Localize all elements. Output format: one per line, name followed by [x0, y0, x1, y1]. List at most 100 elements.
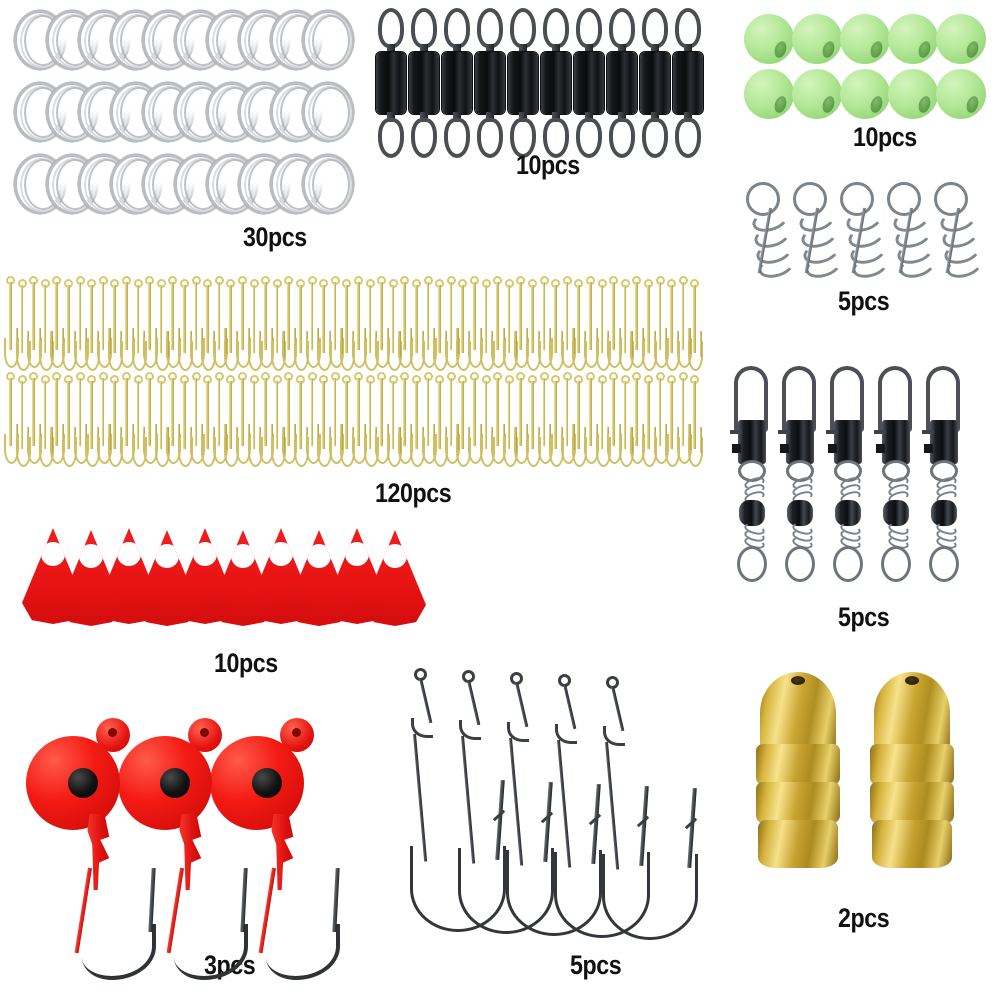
swivel-neck [486, 44, 494, 54]
luminous-bead [840, 69, 890, 119]
hook-shank [461, 285, 464, 353]
hook-shank [658, 282, 662, 350]
hook-shank [438, 285, 441, 353]
swivel-neck [453, 112, 461, 122]
jig-hook-point [148, 867, 156, 933]
hook-shank [55, 282, 58, 350]
swivel-neck [387, 112, 395, 122]
swivel-eye [444, 118, 470, 158]
hook-shank [299, 285, 302, 353]
hook-shank [32, 378, 35, 446]
split-ring [302, 154, 354, 214]
hook-shank [600, 285, 604, 353]
hook-shank [368, 381, 372, 449]
swivel-eye [576, 8, 602, 48]
hook-shank [577, 285, 580, 353]
hook-shank [519, 378, 522, 446]
hook-shank [241, 282, 244, 350]
hook-shank [148, 378, 151, 446]
hook-shank [206, 285, 209, 353]
swivel-eye [411, 118, 437, 158]
hook-shank [78, 378, 82, 446]
hook-shank [542, 378, 546, 446]
hook-shank [287, 282, 290, 350]
hook-shank [484, 381, 488, 449]
snap-loop [882, 460, 910, 482]
snap-body [738, 420, 766, 464]
snap-eye [881, 546, 911, 582]
snap-barrel [835, 500, 861, 526]
bead-hole [964, 39, 981, 60]
hook-shank [67, 381, 70, 449]
bead-hole [772, 39, 789, 60]
weight-band [756, 744, 840, 784]
hook-shank [449, 378, 453, 446]
blade-hole [155, 544, 179, 568]
gold-hook [688, 279, 704, 375]
swivel-eye [444, 8, 470, 48]
gold-hooks-row-bottom [4, 372, 704, 472]
jig-hook-bend [266, 924, 340, 980]
snap-body [882, 420, 910, 464]
hook-shank [693, 381, 696, 449]
weight-line-hole [905, 676, 919, 685]
centering-pin-spring [791, 182, 845, 282]
barrel-swivels-group [374, 8, 714, 160]
centering-pin-spring [744, 182, 798, 282]
hook-shank-upper [419, 677, 433, 724]
split-ring [302, 82, 354, 142]
swivel-eye [477, 118, 503, 158]
split-ring [302, 10, 354, 70]
snap-body [786, 420, 814, 464]
swivel-eye [510, 118, 536, 158]
bead-hole [916, 39, 933, 60]
hook-shank [554, 381, 557, 449]
swivel-eye [642, 8, 668, 48]
snap-tongue [874, 430, 886, 434]
hook-shank [136, 285, 140, 353]
hook-shank [507, 381, 511, 449]
jig-heads-group [26, 718, 386, 980]
swivel-barrel [442, 52, 472, 114]
swivel-neck [618, 112, 626, 122]
barrel-swivel [374, 8, 408, 158]
pin-ring [793, 182, 827, 216]
hook-shank [183, 285, 186, 353]
swivel-eye [609, 118, 635, 158]
hook-shank-lower [413, 733, 428, 862]
swivel-eye [576, 118, 602, 158]
jig-eye [68, 768, 98, 798]
hook-shank [681, 282, 685, 350]
hook-shank [310, 282, 314, 350]
hook-shank [171, 378, 174, 446]
red-blades-count-label: 10pcs [214, 648, 278, 678]
hook-shank [241, 378, 244, 446]
hook-shank [670, 285, 673, 353]
hook-offset-bend [603, 726, 625, 746]
hook-shank [32, 282, 35, 350]
swivel-eye [675, 118, 701, 158]
swivel-neck [519, 112, 527, 122]
hook-shank [206, 381, 209, 449]
snap-swivels-count-label: 5pcs [838, 602, 890, 632]
jig-hook-bend [82, 924, 156, 980]
barrel-swivel [671, 8, 705, 158]
swivel-barrel [640, 52, 670, 114]
hook-shank [55, 378, 58, 446]
snap-tongue [778, 430, 790, 434]
swivel-neck [618, 44, 626, 54]
hook-point [699, 331, 703, 357]
blade-hole [383, 544, 407, 568]
jig-hook-point [332, 867, 340, 933]
hook-shank [159, 381, 163, 449]
pin-ring [746, 182, 780, 216]
hook-shank [612, 378, 615, 446]
bead-hole [868, 94, 885, 115]
hook-shank [623, 285, 627, 353]
hook-shank [322, 285, 325, 353]
snap-twist [743, 521, 766, 551]
hook-shank [507, 285, 511, 353]
hook-shank [565, 282, 569, 350]
snap-eye [929, 546, 959, 582]
hook-shank [635, 282, 638, 350]
